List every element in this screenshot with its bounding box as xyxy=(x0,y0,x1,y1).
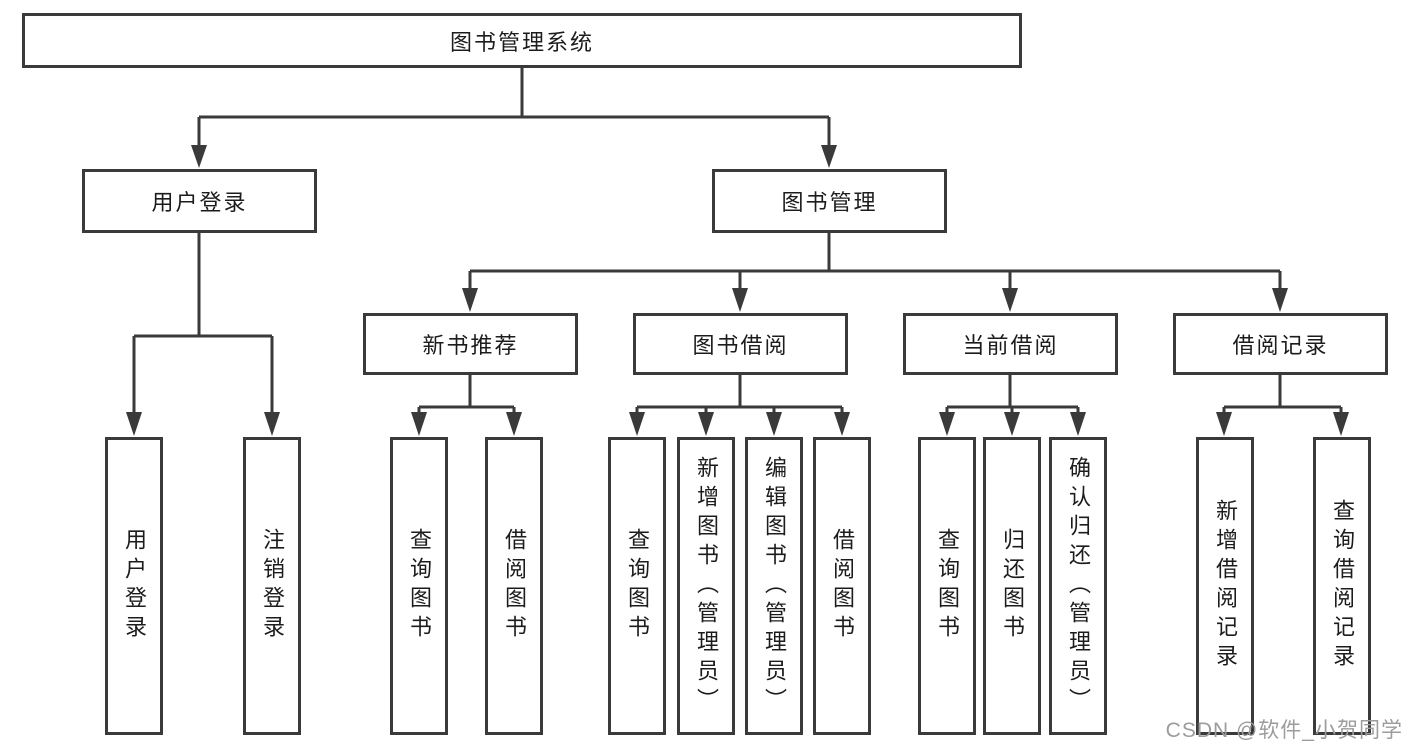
node-label: 注销登录 xyxy=(260,528,285,644)
node-label: 新增图书（管理员） xyxy=(694,455,719,717)
node-label: 图书借阅 xyxy=(692,333,789,358)
node-br-add-borrow-record: 新增借阅记录 xyxy=(1196,437,1254,735)
node-label: 用户登录 xyxy=(122,528,147,644)
node-label: 图书管理 xyxy=(781,190,878,215)
node-label: 查询借阅记录 xyxy=(1330,499,1355,673)
node-label: 用户登录 xyxy=(151,190,248,215)
node-leaf-logout: 注销登录 xyxy=(243,437,301,735)
node-bb-borrow-books: 借阅图书 xyxy=(813,437,871,735)
node-leaf-user-login: 用户登录 xyxy=(105,437,163,735)
node-book-borrowing: 图书借阅 xyxy=(633,313,848,375)
node-label: 确认归还（管理员） xyxy=(1066,455,1091,717)
node-bb-query-books: 查询图书 xyxy=(608,437,666,735)
node-label: 借阅图书 xyxy=(502,528,527,644)
node-br-query-borrow-record: 查询借阅记录 xyxy=(1313,437,1371,735)
node-nb-query-books: 查询图书 xyxy=(390,437,448,735)
node-label: 查询图书 xyxy=(407,528,432,644)
node-label: 当前借阅 xyxy=(962,333,1059,358)
node-cb-return-books: 归还图书 xyxy=(983,437,1041,735)
node-label: 归还图书 xyxy=(1000,528,1025,644)
node-cb-query-books: 查询图书 xyxy=(918,437,976,735)
node-cb-confirm-return-admin: 确认归还（管理员） xyxy=(1049,437,1107,735)
node-label: 新增借阅记录 xyxy=(1213,499,1238,673)
node-label: 查询图书 xyxy=(625,528,650,644)
csdn-watermark: CSDN @软件_小贺同学 xyxy=(1165,719,1403,742)
node-label: 借阅图书 xyxy=(830,528,855,644)
node-new-book-recommendation: 新书推荐 xyxy=(363,313,578,375)
node-label: 借阅记录 xyxy=(1232,333,1329,358)
node-bb-add-books-admin: 新增图书（管理员） xyxy=(677,437,735,735)
node-bb-edit-books-admin: 编辑图书（管理员） xyxy=(745,437,803,735)
node-label: 查询图书 xyxy=(935,528,960,644)
node-borrowing-records: 借阅记录 xyxy=(1173,313,1388,375)
node-user-login: 用户登录 xyxy=(82,169,317,233)
node-current-borrowing: 当前借阅 xyxy=(903,313,1118,375)
node-label: 图书管理系统 xyxy=(449,29,594,55)
node-label: 编辑图书（管理员） xyxy=(762,455,787,717)
node-nb-borrow-books: 借阅图书 xyxy=(485,437,543,735)
node-label: 新书推荐 xyxy=(422,333,519,358)
node-book-management: 图书管理 xyxy=(712,169,947,233)
node-library-management-system: 图书管理系统 xyxy=(22,13,1022,68)
